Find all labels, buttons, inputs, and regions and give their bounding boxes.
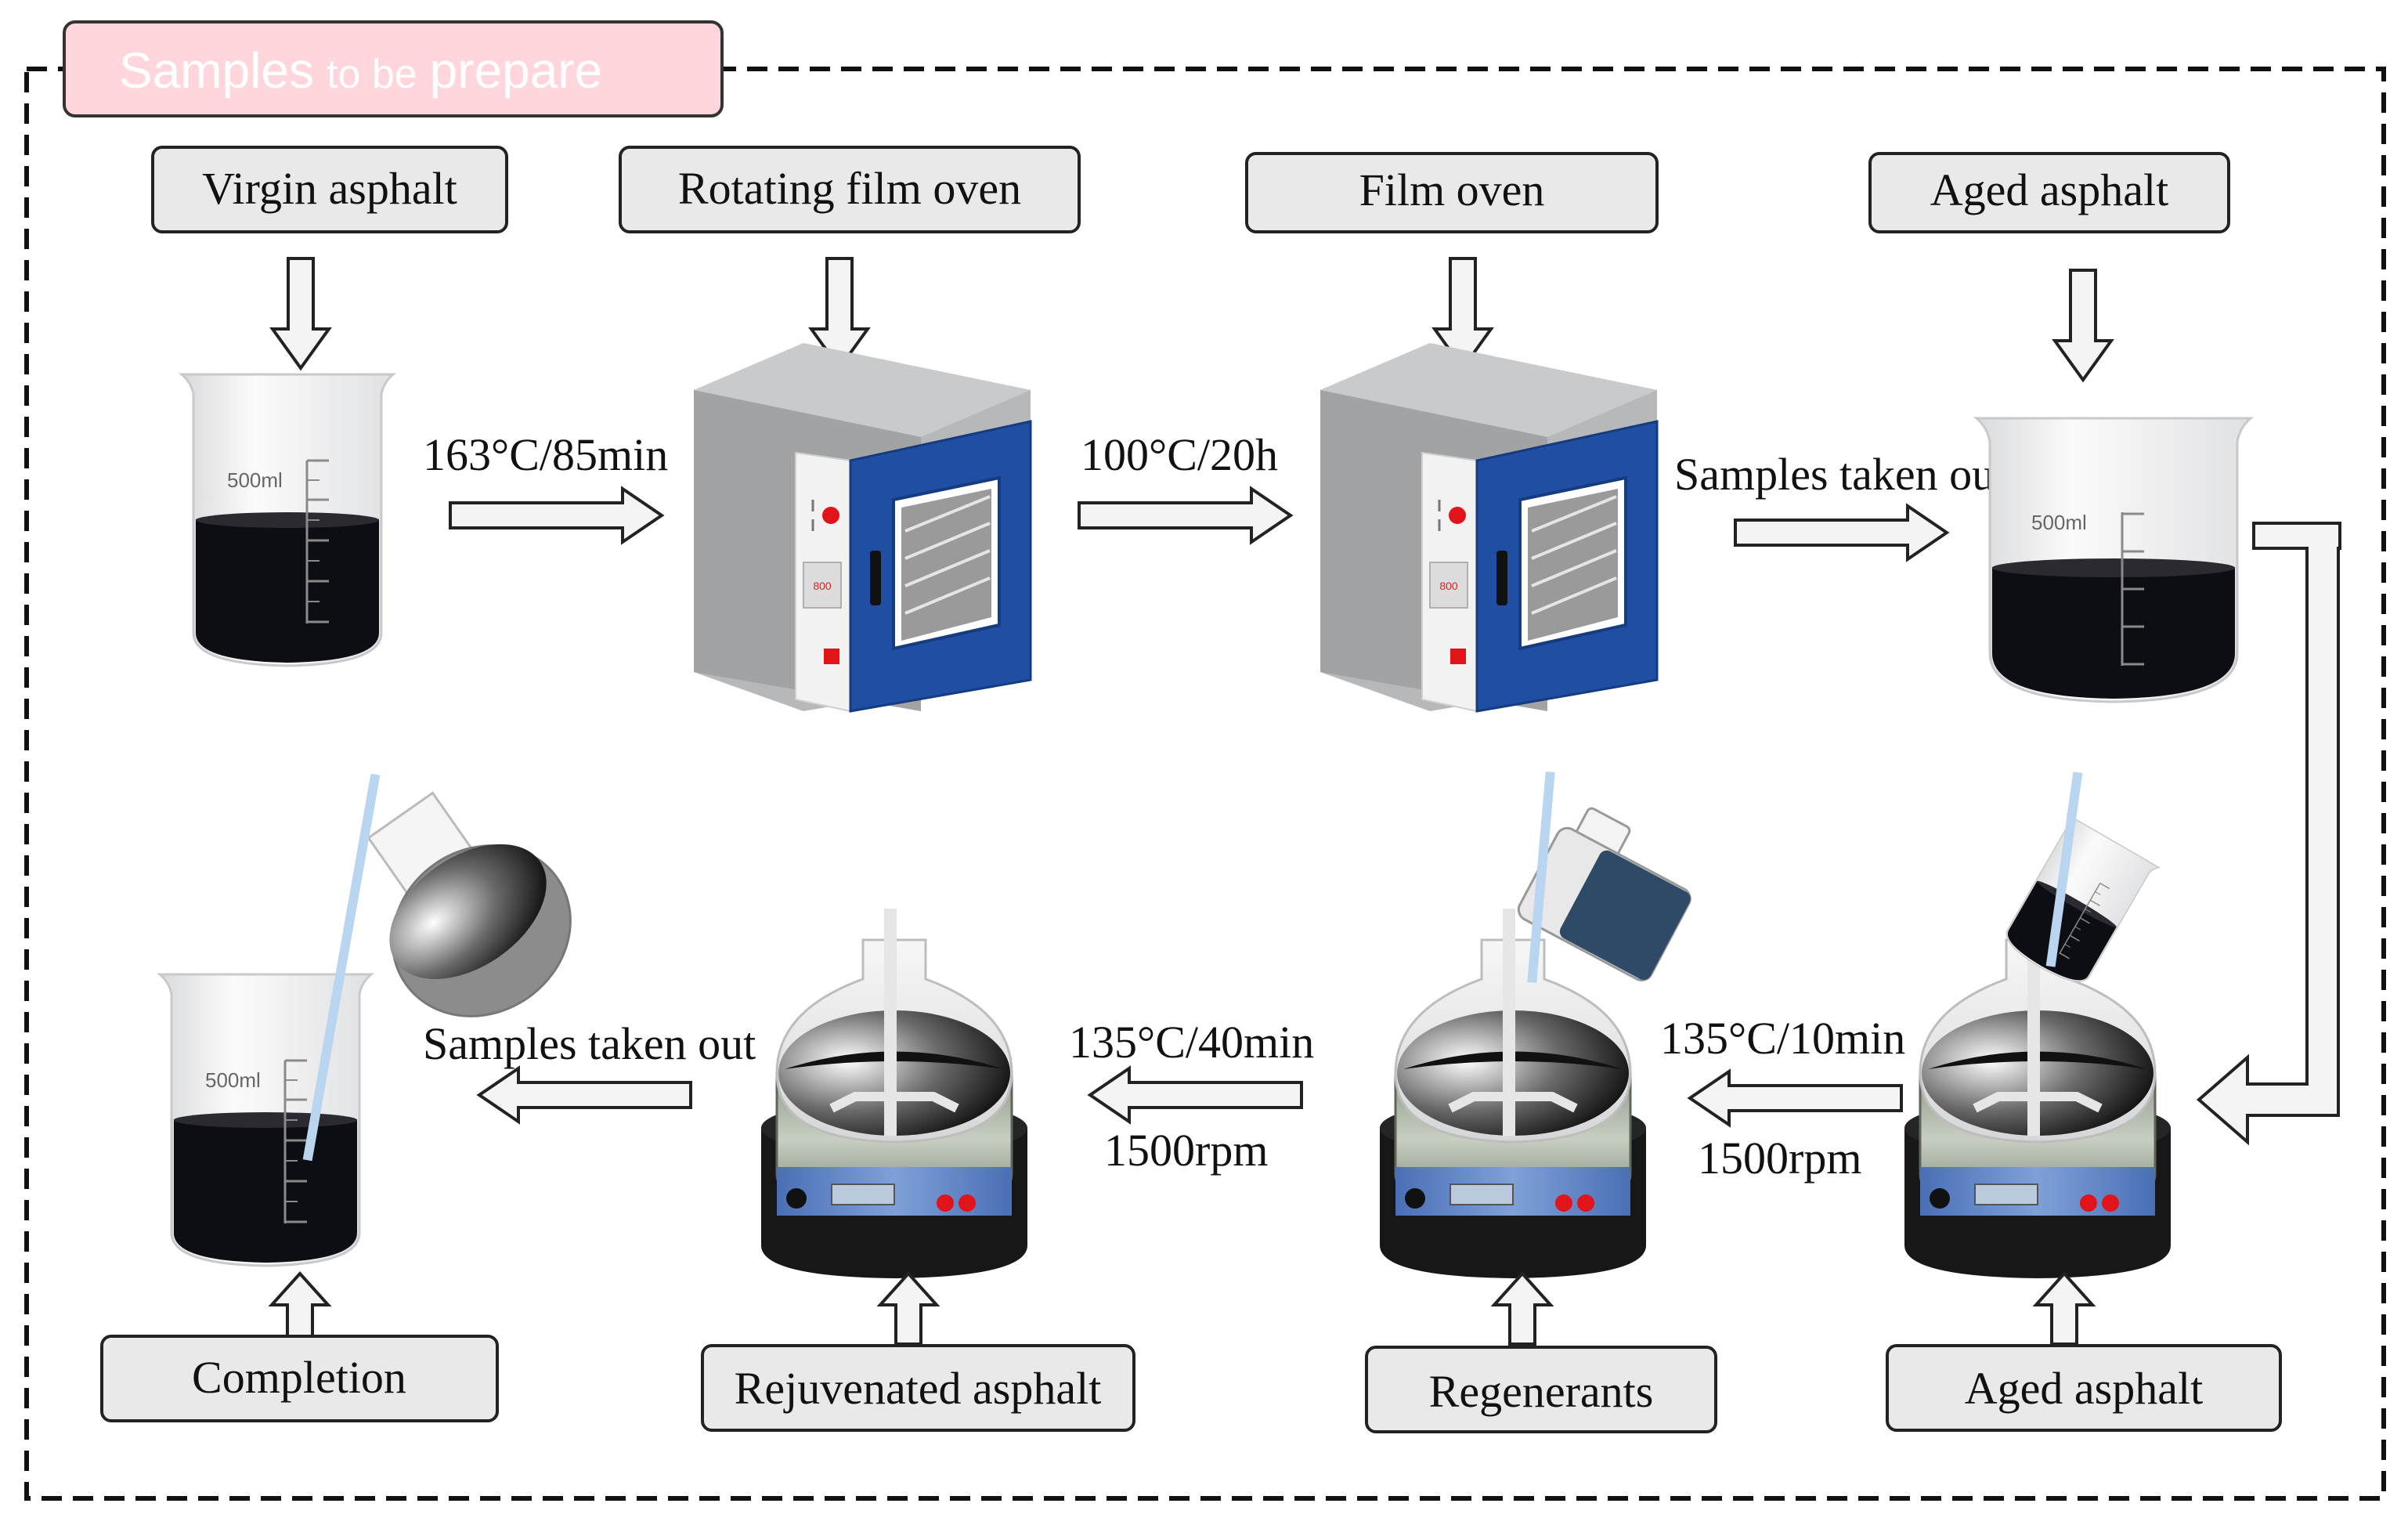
step-label-mix1-temp: 135°C/10min — [1660, 1013, 1905, 1064]
right-arrow-1 — [449, 487, 663, 544]
box-completion: Completion — [100, 1335, 499, 1422]
svg-text:500ml: 500ml — [2031, 511, 2087, 534]
svg-text:Virgin asphalt: Virgin asphalt — [202, 163, 457, 214]
box-aged-asphalt-bottom: Aged asphalt — [1886, 1344, 2282, 1432]
step-label-mix1-speed: 1500rpm — [1698, 1133, 1861, 1184]
step-label-mix2-speed: 1500rpm — [1104, 1125, 1268, 1176]
box-virgin-asphalt: Virgin asphalt — [151, 146, 508, 233]
step-label-taken-out-bottom: Samples taken out — [423, 1018, 756, 1069]
up-arrow-3 — [1493, 1272, 1552, 1346]
step-label-taken-out-top: Samples taken out — [1674, 449, 2007, 500]
glass-rod — [2045, 772, 2083, 967]
pouring-flask-icon — [366, 791, 572, 1017]
down-arrow-4 — [2053, 269, 2113, 381]
left-arrow-2 — [1088, 1067, 1303, 1123]
step-label-film-oven: 100°C/20h — [1081, 429, 1278, 480]
box-rotating-film-oven: Rotating film oven — [619, 146, 1081, 233]
svg-text:Rotating film oven: Rotating film oven — [678, 163, 1021, 214]
stirrer-rejuvenated — [761, 909, 1027, 1278]
connector-arrow — [2196, 522, 2341, 1146]
left-arrow-1 — [1688, 1070, 1903, 1126]
box-aged-asphalt-top: Aged asphalt — [1868, 152, 2230, 233]
glass-rod — [1527, 771, 1555, 984]
glass-rod — [302, 773, 381, 1162]
regenerant-bottle-icon — [1517, 807, 1691, 981]
rotating-film-oven-image — [692, 341, 1032, 713]
box-regenerants: Regenerants — [1365, 1346, 1717, 1433]
svg-text:Rejuvenated asphalt: Rejuvenated asphalt — [735, 1363, 1102, 1414]
dashed-frame — [24, 67, 2386, 1501]
svg-text:Film oven: Film oven — [1359, 164, 1545, 215]
right-arrow-2 — [1078, 487, 1292, 544]
beaker-completion: 500ml — [158, 973, 373, 1267]
box-film-oven: Film oven — [1245, 152, 1659, 233]
box-rejuvenated-asphalt: Rejuvenated asphalt — [701, 1344, 1135, 1432]
right-arrow-3 — [1734, 504, 1948, 561]
film-oven-image — [1319, 341, 1659, 713]
beaker-aged-asphalt: 500ml — [1973, 417, 2255, 703]
svg-text:Aged asphalt: Aged asphalt — [1965, 1363, 2203, 1414]
svg-text:500ml: 500ml — [205, 1068, 261, 1092]
step-label-rtfo: 163°C/85min — [423, 429, 668, 480]
left-arrow-3 — [478, 1067, 692, 1123]
up-arrow-1 — [270, 1272, 330, 1346]
step-label-mix2-temp: 135°C/40min — [1069, 1017, 1314, 1068]
svg-text:500ml: 500ml — [227, 468, 283, 492]
svg-text:Regenerants: Regenerants — [1429, 1366, 1654, 1417]
up-arrow-2 — [879, 1272, 938, 1346]
beaker-virgin-asphalt: 500ml — [180, 373, 395, 667]
up-arrow-4 — [2034, 1272, 2094, 1346]
down-arrow-1 — [271, 257, 330, 370]
svg-text:Completion: Completion — [192, 1352, 406, 1403]
svg-text:Aged asphalt: Aged asphalt — [1930, 164, 2168, 215]
